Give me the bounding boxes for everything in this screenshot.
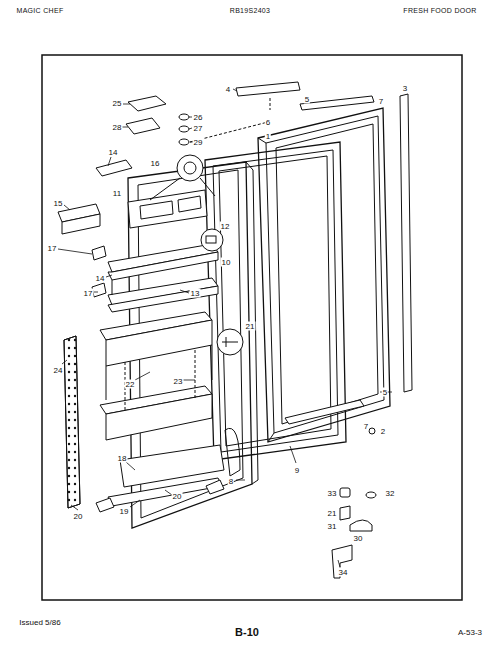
callout-number: 17 (83, 289, 94, 298)
bottom-trim (96, 478, 224, 512)
callout-number: 17 (47, 244, 58, 253)
callout-number: 15 (53, 199, 64, 208)
callout-number: 16 (150, 159, 161, 168)
callout-number: 21 (327, 509, 338, 518)
callout-number: 18 (117, 454, 128, 463)
callout-number: 28 (112, 123, 123, 132)
header-text: RB19S2403 (229, 6, 271, 15)
callout-number: 20 (172, 492, 183, 501)
callout-number: 22 (125, 380, 136, 389)
callout-number: 1 (265, 132, 271, 141)
callout-number: 9 (294, 466, 300, 475)
footer-text: B-10 (234, 628, 260, 637)
callout-number: 13 (190, 289, 201, 298)
hinge-hardware (332, 488, 376, 578)
header-text: FRESH FOOD DOOR (402, 6, 477, 15)
footer-text: A-53-3 (457, 628, 483, 637)
callout-number: 2 (380, 427, 386, 436)
callout-number: 14 (108, 148, 119, 157)
callout-number: 7 (363, 422, 369, 431)
callout-number: 10 (221, 258, 232, 267)
detail-circle (177, 155, 243, 355)
page-frame (42, 55, 462, 600)
callout-number: 7 (378, 97, 384, 106)
callout-number: 8 (228, 477, 234, 486)
callout-number: 27 (193, 124, 204, 133)
side-rail (64, 336, 80, 508)
footer-text: Issued 5/86 (18, 618, 61, 627)
door-shelf (108, 244, 218, 312)
callout-number: 4 (225, 85, 231, 94)
callout-number: 11 (112, 189, 122, 198)
callout-number: 21 (245, 322, 256, 331)
butter-box (58, 204, 100, 234)
door-bin (100, 312, 212, 440)
callout-number: 32 (385, 489, 396, 498)
callout-number: 5 (382, 388, 388, 397)
side-strip (400, 94, 412, 392)
callout-number: 6 (265, 118, 271, 127)
callout-number: 12 (220, 222, 231, 231)
bottom-strip (285, 400, 364, 424)
callout-number: 30 (353, 534, 364, 543)
callout-number: 26 (193, 113, 204, 122)
callout-number: 25 (112, 99, 123, 108)
leader-line (58, 89, 392, 567)
top-strips (236, 82, 374, 110)
shelf-bracket (92, 246, 106, 297)
outer-door-panel (258, 108, 390, 442)
callout-number: 31 (327, 522, 338, 531)
dairy-door (128, 190, 207, 228)
leader-line (150, 178, 180, 200)
callout-number: 29 (193, 138, 204, 147)
callout-number: 5 (304, 95, 310, 104)
leader-line (200, 178, 215, 196)
callout-number: 23 (173, 377, 184, 386)
top-plate (96, 160, 132, 176)
header-text: MAGIC CHEF (16, 6, 65, 15)
callout-number: 34 (338, 568, 349, 577)
callout-number: 19 (119, 507, 130, 516)
callout-number: 20 (73, 512, 84, 521)
callout-number: 14 (95, 274, 106, 283)
callout-number: 33 (327, 489, 338, 498)
screw (369, 428, 375, 434)
callout-number: 24 (53, 366, 64, 375)
callout-number: 3 (402, 84, 408, 93)
